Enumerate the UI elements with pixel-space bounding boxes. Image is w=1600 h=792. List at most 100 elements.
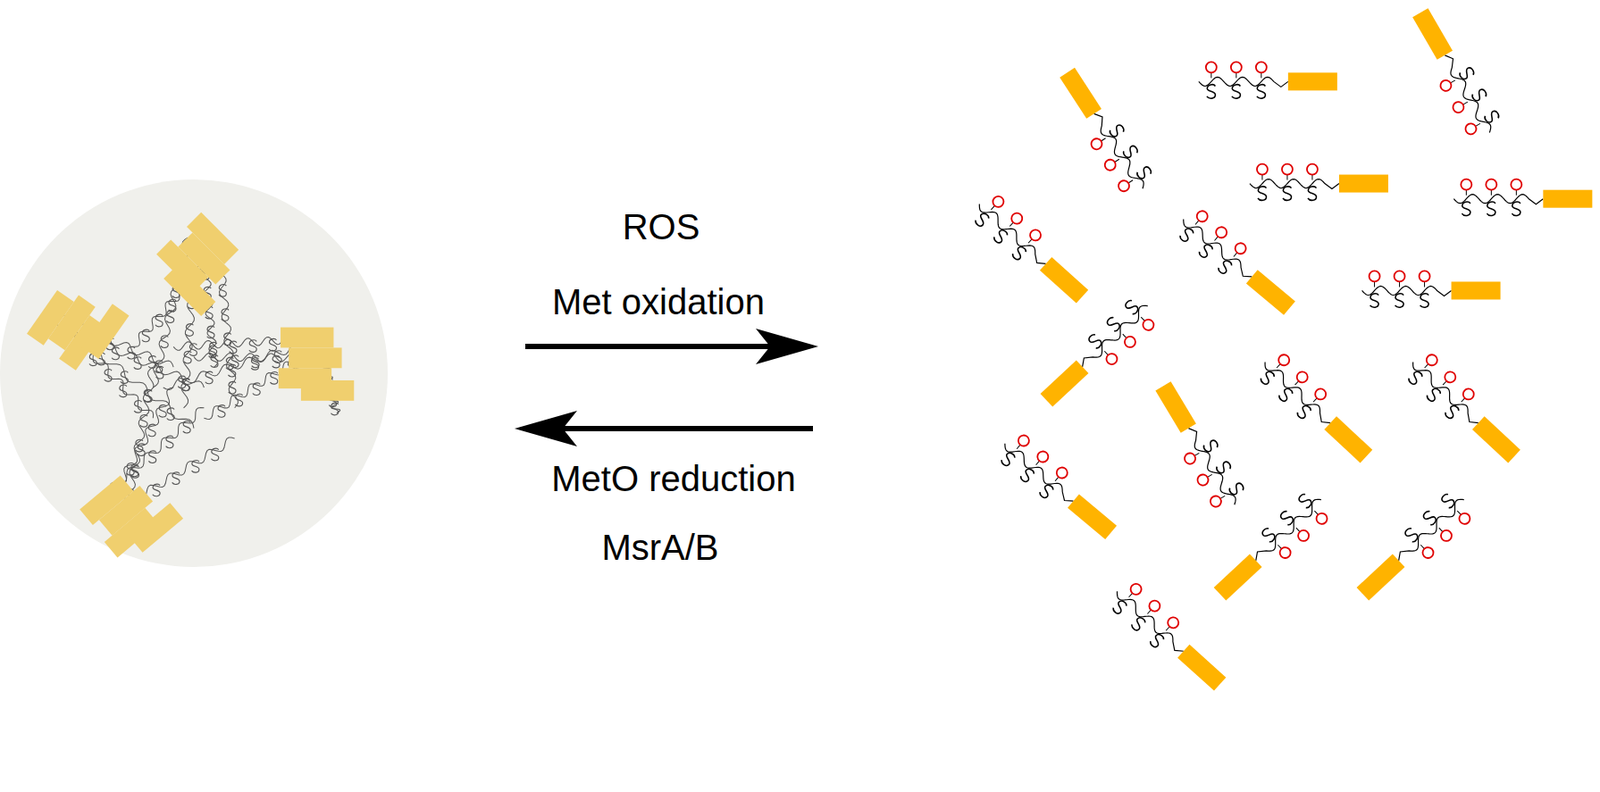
- sulfur-symbol: [155, 314, 163, 327]
- sulfoxide-bond: [1260, 72, 1262, 78]
- sulfoxide-bond: [1036, 460, 1040, 466]
- sulfur-symbol: [166, 435, 174, 449]
- sulfur-symbol: [1261, 527, 1277, 544]
- sulfur-symbol: [1179, 226, 1195, 243]
- sulfur-symbol: [1112, 599, 1128, 616]
- folded-domain: [1155, 381, 1196, 433]
- sulfoxide-bond: [1207, 474, 1213, 478]
- oxidised-peptide: [1253, 347, 1380, 470]
- sulfur-symbol: [251, 355, 260, 369]
- sulfur-symbol: [1011, 244, 1027, 261]
- sulfur-symbol: [226, 357, 234, 370]
- sulfoxide-bond: [1235, 72, 1237, 78]
- sulfur-symbol: [1458, 66, 1475, 81]
- oxygen-atom: [1313, 386, 1329, 403]
- folded-domain-cluster: [278, 327, 355, 402]
- sulfur-symbol: [1231, 84, 1240, 99]
- sulfur-symbol: [184, 351, 192, 364]
- sulfur-symbol: [134, 357, 142, 370]
- sulfoxide-bond: [1220, 495, 1225, 499]
- sulfoxide-bond: [1195, 220, 1199, 226]
- sulfur-symbol: [1105, 316, 1122, 333]
- sulfur-symbol: [1197, 242, 1214, 260]
- oxygen-atom: [1195, 472, 1210, 487]
- sulfur-symbol: [1123, 299, 1140, 316]
- oxygen-atom: [1369, 270, 1381, 282]
- sulfur-symbol: [1443, 403, 1459, 420]
- sulfoxide-bond: [1128, 180, 1133, 184]
- oxygen-atom: [1256, 61, 1267, 73]
- oxygen-atom: [1463, 121, 1478, 136]
- oxygen-atom: [1460, 386, 1476, 403]
- oxygen-atom: [1028, 227, 1044, 243]
- folded-domain: [1472, 416, 1521, 463]
- oxygen-atom: [1165, 615, 1182, 631]
- folded-domain: [1412, 8, 1453, 60]
- sulfur-symbol: [1511, 201, 1520, 216]
- oxygen-atom: [1147, 598, 1163, 614]
- sulfur-symbol: [168, 299, 176, 312]
- protein-strand: [173, 335, 294, 351]
- oxygen-atom: [1306, 164, 1318, 176]
- reaction-arrows: [514, 328, 819, 447]
- folded-domain: [129, 502, 184, 553]
- oxygen-atom: [1104, 351, 1120, 368]
- sulfoxide-bond: [1214, 236, 1218, 242]
- dispersed-peptides: [968, 4, 1593, 697]
- oxygen-atom: [1231, 61, 1242, 73]
- arrow-head: [514, 410, 578, 447]
- sulfur-symbol: [160, 335, 168, 349]
- condensate: [0, 179, 388, 568]
- sulfur-symbol: [207, 326, 215, 339]
- peptide-chain: [1409, 359, 1483, 428]
- oxygen-atom: [1140, 317, 1157, 333]
- folded-domain: [1357, 553, 1406, 601]
- oxygen-atom: [1277, 545, 1293, 562]
- oxygen-atom: [1294, 369, 1310, 386]
- sulfur-symbol: [1215, 460, 1232, 476]
- sulfur-symbol: [148, 424, 156, 437]
- oxygen-atom: [1394, 270, 1406, 282]
- sulfur-symbol: [1425, 386, 1441, 403]
- sulfur-symbol: [183, 420, 191, 434]
- oxygen-atom: [1438, 527, 1454, 544]
- sulfur-symbol: [1257, 186, 1266, 201]
- folded-domain: [1214, 553, 1263, 601]
- peptide-chain: [1180, 216, 1256, 282]
- folded-domain: [280, 327, 334, 349]
- sulfur-symbol: [1279, 510, 1295, 527]
- sulfur-symbol: [1282, 186, 1291, 201]
- oxygen-atom: [1214, 225, 1230, 241]
- oxygen-atom: [1182, 451, 1198, 466]
- sulfur-symbol: [152, 484, 160, 497]
- oxygen-atom: [1450, 100, 1466, 115]
- sulfur-symbol: [231, 355, 239, 369]
- sulfur-symbol: [185, 324, 193, 337]
- sulfur-symbol: [1277, 386, 1293, 403]
- sulfur-symbol: [228, 381, 236, 394]
- oxidised-peptide: [1351, 487, 1478, 610]
- sulfur-symbol: [272, 355, 280, 369]
- peptide-chain: [1079, 301, 1152, 370]
- oxygen-atom: [1035, 449, 1051, 465]
- sulfur-symbol: [218, 284, 227, 298]
- sulfur-symbol: [111, 347, 119, 361]
- sulfur-symbol: [1148, 632, 1165, 649]
- reaction-label: ROS: [622, 207, 701, 247]
- sulfur-symbol: [1296, 403, 1312, 420]
- sulfur-symbol: [192, 460, 200, 474]
- sulfur-symbol: [120, 371, 128, 385]
- folded-domain: [1323, 416, 1373, 463]
- folded-domain-cluster: [147, 210, 253, 317]
- reaction-label: MsrA/B: [601, 527, 719, 568]
- condensate-droplet: [0, 179, 388, 568]
- oxygen-atom: [1314, 510, 1330, 527]
- folded-domain: [1059, 67, 1102, 119]
- oxidised-peptide: [1249, 164, 1389, 202]
- oxidised-peptide: [1035, 293, 1162, 416]
- oxygen-atom: [1485, 179, 1497, 191]
- sulfur-symbol: [205, 371, 213, 385]
- sulfur-symbol: [104, 369, 112, 383]
- oxygen-atom: [1015, 433, 1031, 449]
- oxygen-atom: [1296, 527, 1312, 544]
